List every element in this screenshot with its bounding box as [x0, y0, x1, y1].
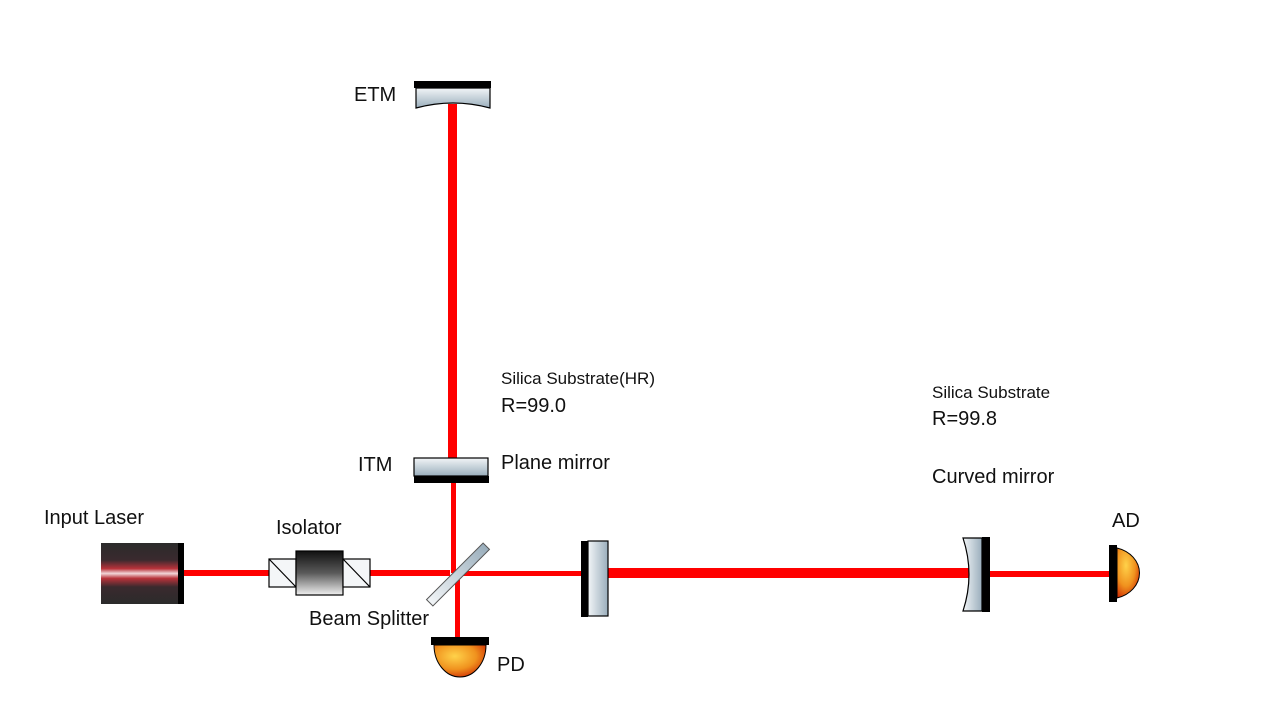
photodetector-pd [431, 637, 489, 678]
beam-input-to-isolator [183, 570, 271, 576]
beam-itm-to-etm [448, 104, 457, 458]
reflectivity-hr-label: R=99.0 [501, 395, 567, 417]
beam-splitter-to-plane-mirror [460, 571, 582, 576]
itm-label: ITM [358, 454, 393, 476]
beam-curved-mirror-to-ad [990, 571, 1112, 577]
photodetector-ad [1109, 545, 1140, 602]
isolator [268, 550, 371, 596]
curved-mirror-label: Curved mirror [932, 466, 1055, 488]
etm-mirror [414, 81, 491, 109]
beam-isolator-to-splitter [370, 570, 450, 576]
plane-mirror-label: Plane mirror [501, 452, 610, 474]
curved-mirror [962, 537, 990, 612]
silica-hr-label: Silica Substrate(HR) [501, 369, 655, 388]
input-laser-label: Input Laser [44, 507, 145, 529]
beam-splitter-to-pd [455, 580, 460, 638]
beam-splitter [425, 542, 491, 607]
etm-label: ETM [354, 84, 397, 106]
reflectivity-silica-label: R=99.8 [932, 408, 998, 430]
plane-mirror [581, 540, 609, 617]
ad-label: AD [1112, 510, 1140, 532]
itm-mirror [413, 457, 489, 483]
isolator-label: Isolator [276, 517, 342, 539]
beam-splitter-to-itm [451, 483, 456, 573]
input-laser [101, 543, 184, 604]
laser-beams [183, 104, 1112, 638]
beam-cavity [608, 568, 970, 578]
beam-splitter-label: Beam Splitter [309, 608, 430, 630]
pd-label: PD [497, 654, 525, 676]
silica-label: Silica Substrate [932, 383, 1051, 402]
